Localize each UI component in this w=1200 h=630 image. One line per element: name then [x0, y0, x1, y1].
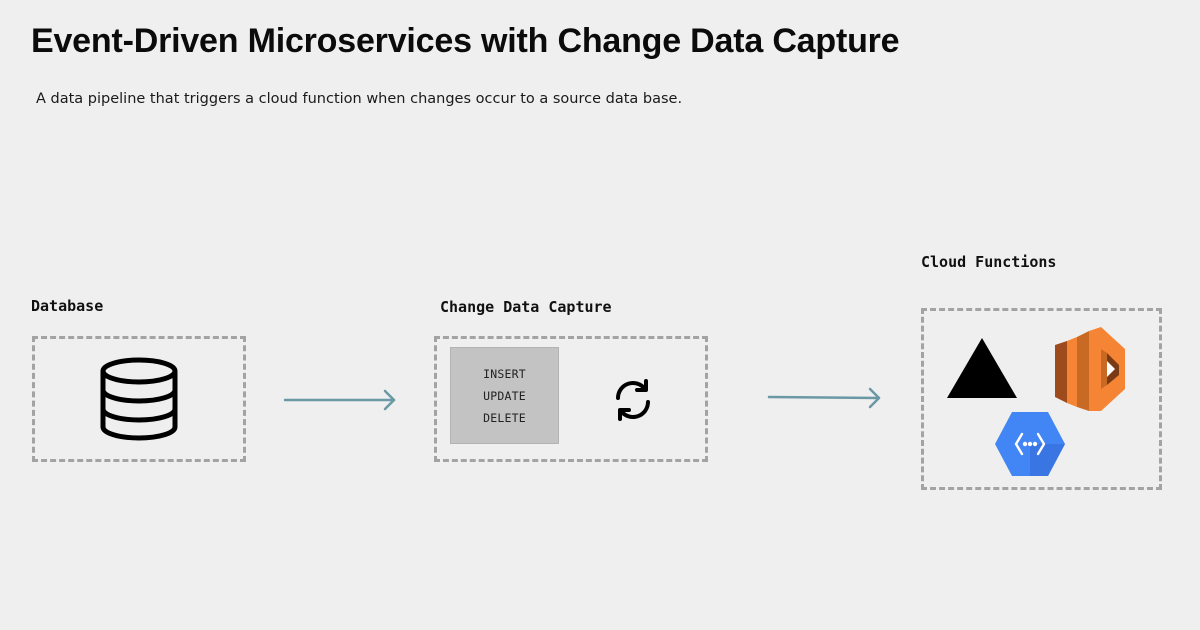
operation-update: UPDATE — [483, 388, 526, 403]
gcp-cloud-functions-icon — [995, 412, 1065, 476]
vercel-triangle-icon — [947, 338, 1017, 398]
aws-lambda-icon — [1055, 327, 1125, 411]
database-box — [32, 336, 246, 462]
operation-insert: INSERT — [483, 366, 526, 381]
page-title: Event-Driven Microservices with Change D… — [31, 22, 900, 60]
operations-list: INSERT UPDATE DELETE — [450, 347, 559, 444]
database-icon — [100, 357, 178, 441]
arrow-cdc-to-cloud-functions — [767, 387, 881, 409]
page-subtitle: A data pipeline that triggers a cloud fu… — [36, 91, 683, 107]
sync-icon — [616, 379, 650, 421]
cloud-functions-box — [921, 308, 1162, 490]
cdc-label: Change Data Capture — [440, 298, 612, 316]
operation-delete: DELETE — [483, 410, 526, 425]
cloud-functions-label: Cloud Functions — [921, 253, 1057, 271]
cdc-box — [434, 336, 708, 462]
database-label: Database — [31, 297, 104, 315]
arrow-database-to-cdc — [283, 389, 396, 411]
